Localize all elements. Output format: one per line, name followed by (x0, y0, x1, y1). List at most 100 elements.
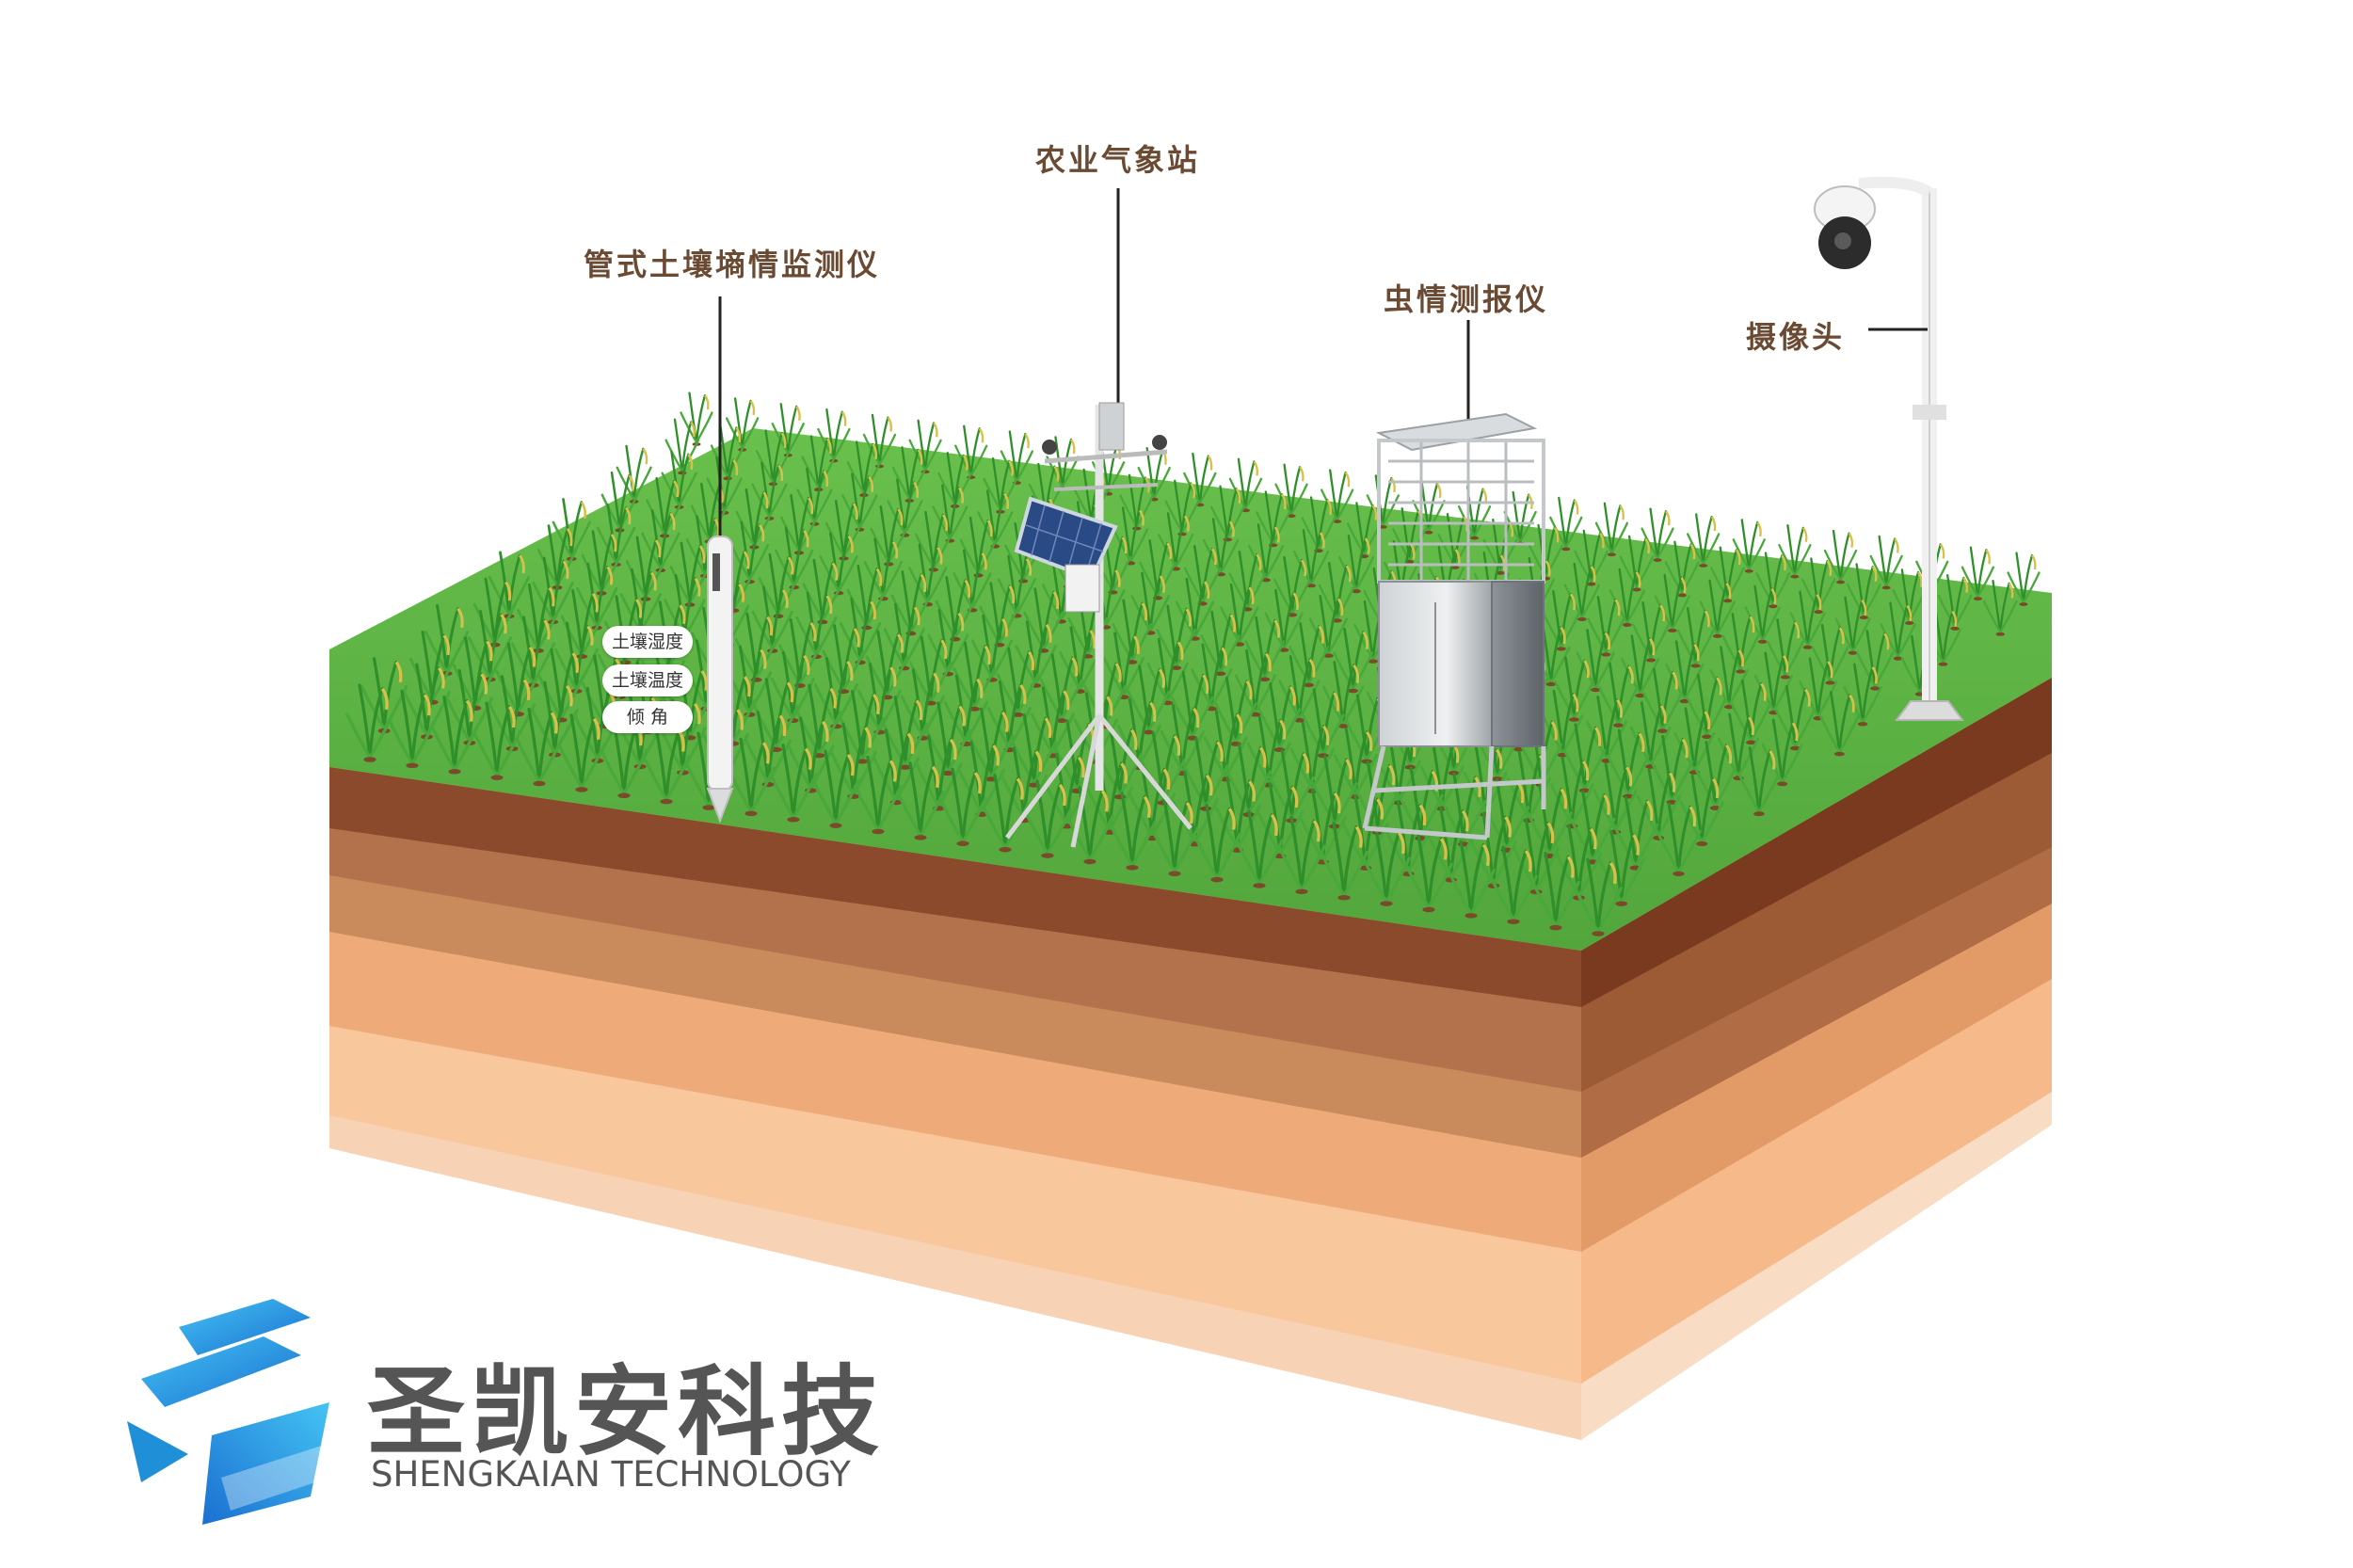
rice-plant (1289, 621, 1330, 688)
rice-plant (1554, 656, 1594, 722)
rice-plant (756, 429, 791, 487)
rice-plant (1311, 754, 1358, 829)
rice-plant (1404, 833, 1453, 913)
probe-tag-tilt-angle: 倾 角 (602, 701, 693, 733)
rice-plant (952, 641, 997, 712)
rice-plant (1292, 529, 1330, 588)
rice-plant (1333, 628, 1373, 694)
rice-plant (1023, 779, 1072, 858)
rice-plant (1321, 469, 1354, 523)
rice-plant (1096, 725, 1144, 800)
rice-plant (2007, 552, 2041, 606)
rice-plant (1687, 673, 1727, 740)
rice-plant (557, 713, 606, 792)
rice-plant (937, 452, 972, 508)
rice-plant (1609, 568, 1645, 627)
rice-plant (896, 761, 945, 840)
rice-plant (680, 392, 713, 446)
rice-plant (1687, 513, 1721, 568)
rice-plant (1214, 676, 1257, 746)
rice-plant (1892, 568, 1928, 625)
rice-plant (1108, 792, 1157, 871)
rice-plant (1562, 723, 1607, 793)
rice-plant (1650, 734, 1694, 805)
label-weather-station: 农业气象站 (1035, 142, 1201, 178)
rice-plant (1710, 546, 1745, 603)
rice-plant (1200, 610, 1241, 677)
rice-plant (1150, 797, 1199, 876)
soil-layers-side (1581, 678, 2052, 1440)
rice-plant (1447, 840, 1496, 919)
rice-plant (1170, 670, 1214, 741)
rice-plant (1767, 618, 1804, 680)
rice-plant (1531, 851, 1580, 931)
rice-plant (1620, 634, 1660, 698)
rice-plant (1819, 691, 1860, 757)
rice-plant (908, 419, 942, 474)
rice-plant (1274, 463, 1308, 519)
rice-plant (1761, 718, 1803, 787)
rice-plant (1182, 737, 1229, 811)
rice-plant (1244, 616, 1286, 682)
soil-moisture-probe (706, 296, 734, 824)
rice-plant (1183, 452, 1217, 507)
rice-plant (1778, 524, 1812, 579)
rice-plant (1632, 601, 1670, 663)
soil-layers-front (329, 767, 1581, 1440)
rice-plant (1362, 827, 1411, 906)
rice-plant (882, 696, 928, 770)
rice-plant (968, 707, 1015, 782)
rice-plant (1709, 646, 1749, 710)
rice-plant (1569, 790, 1616, 865)
rice-plant (1337, 535, 1375, 594)
rice-plant (388, 689, 437, 769)
company-name-cn: 圣凯安科技 (367, 1354, 886, 1469)
rice-plant (1320, 822, 1369, 901)
rice-plant (532, 556, 574, 625)
rice-plant (1563, 562, 1600, 622)
probe-tag-soil-moisture: 土壤湿度 (602, 626, 693, 658)
rice-plant (1489, 845, 1538, 924)
rice-plant (531, 680, 579, 758)
rice-plant (839, 689, 886, 764)
rice-plant (727, 737, 776, 817)
rice-plant (345, 683, 394, 762)
probe-tag-soil-temperature: 土壤温度 (602, 664, 693, 696)
rice-plant (661, 450, 697, 509)
rice-plant (769, 744, 818, 823)
rice-plant (1225, 743, 1273, 818)
rice-plant (515, 707, 564, 787)
rice-plant (1612, 795, 1659, 871)
rice-plant (1318, 561, 1356, 623)
rice-plant (1619, 535, 1655, 592)
rice-plant (854, 755, 903, 835)
rice-plant (1598, 662, 1639, 728)
rice-plant (1732, 519, 1766, 573)
rice-plant (1269, 748, 1315, 824)
rice-plant (1574, 529, 1609, 586)
label-insect-monitor: 虫情测报仪 (1384, 281, 1549, 317)
rice-plant (1574, 857, 1623, 936)
rice-plant (862, 413, 897, 469)
camera-pole (1814, 176, 1964, 721)
weather-station (1005, 188, 1193, 848)
rice-plant (1594, 502, 1629, 557)
rice-plant (1775, 685, 1816, 751)
rice-plant (981, 774, 1030, 853)
rice-plant (1755, 552, 1791, 609)
rice-plant (1641, 507, 1674, 562)
rice-plant (938, 767, 987, 847)
rice-plant (1656, 802, 1702, 876)
rice-plant (1869, 535, 1903, 590)
rice-plant (1277, 815, 1326, 895)
rice-plant (1607, 728, 1650, 799)
rice-plant (430, 696, 479, 775)
rice-plant (1597, 829, 1645, 906)
rice-plant (1737, 746, 1781, 817)
rice-plant (472, 701, 521, 780)
rice-plant (1235, 809, 1284, 888)
rice-plant (795, 683, 842, 759)
rice-plant (1228, 457, 1263, 513)
rice-plant (1127, 664, 1171, 735)
rice-plant (1587, 596, 1625, 657)
